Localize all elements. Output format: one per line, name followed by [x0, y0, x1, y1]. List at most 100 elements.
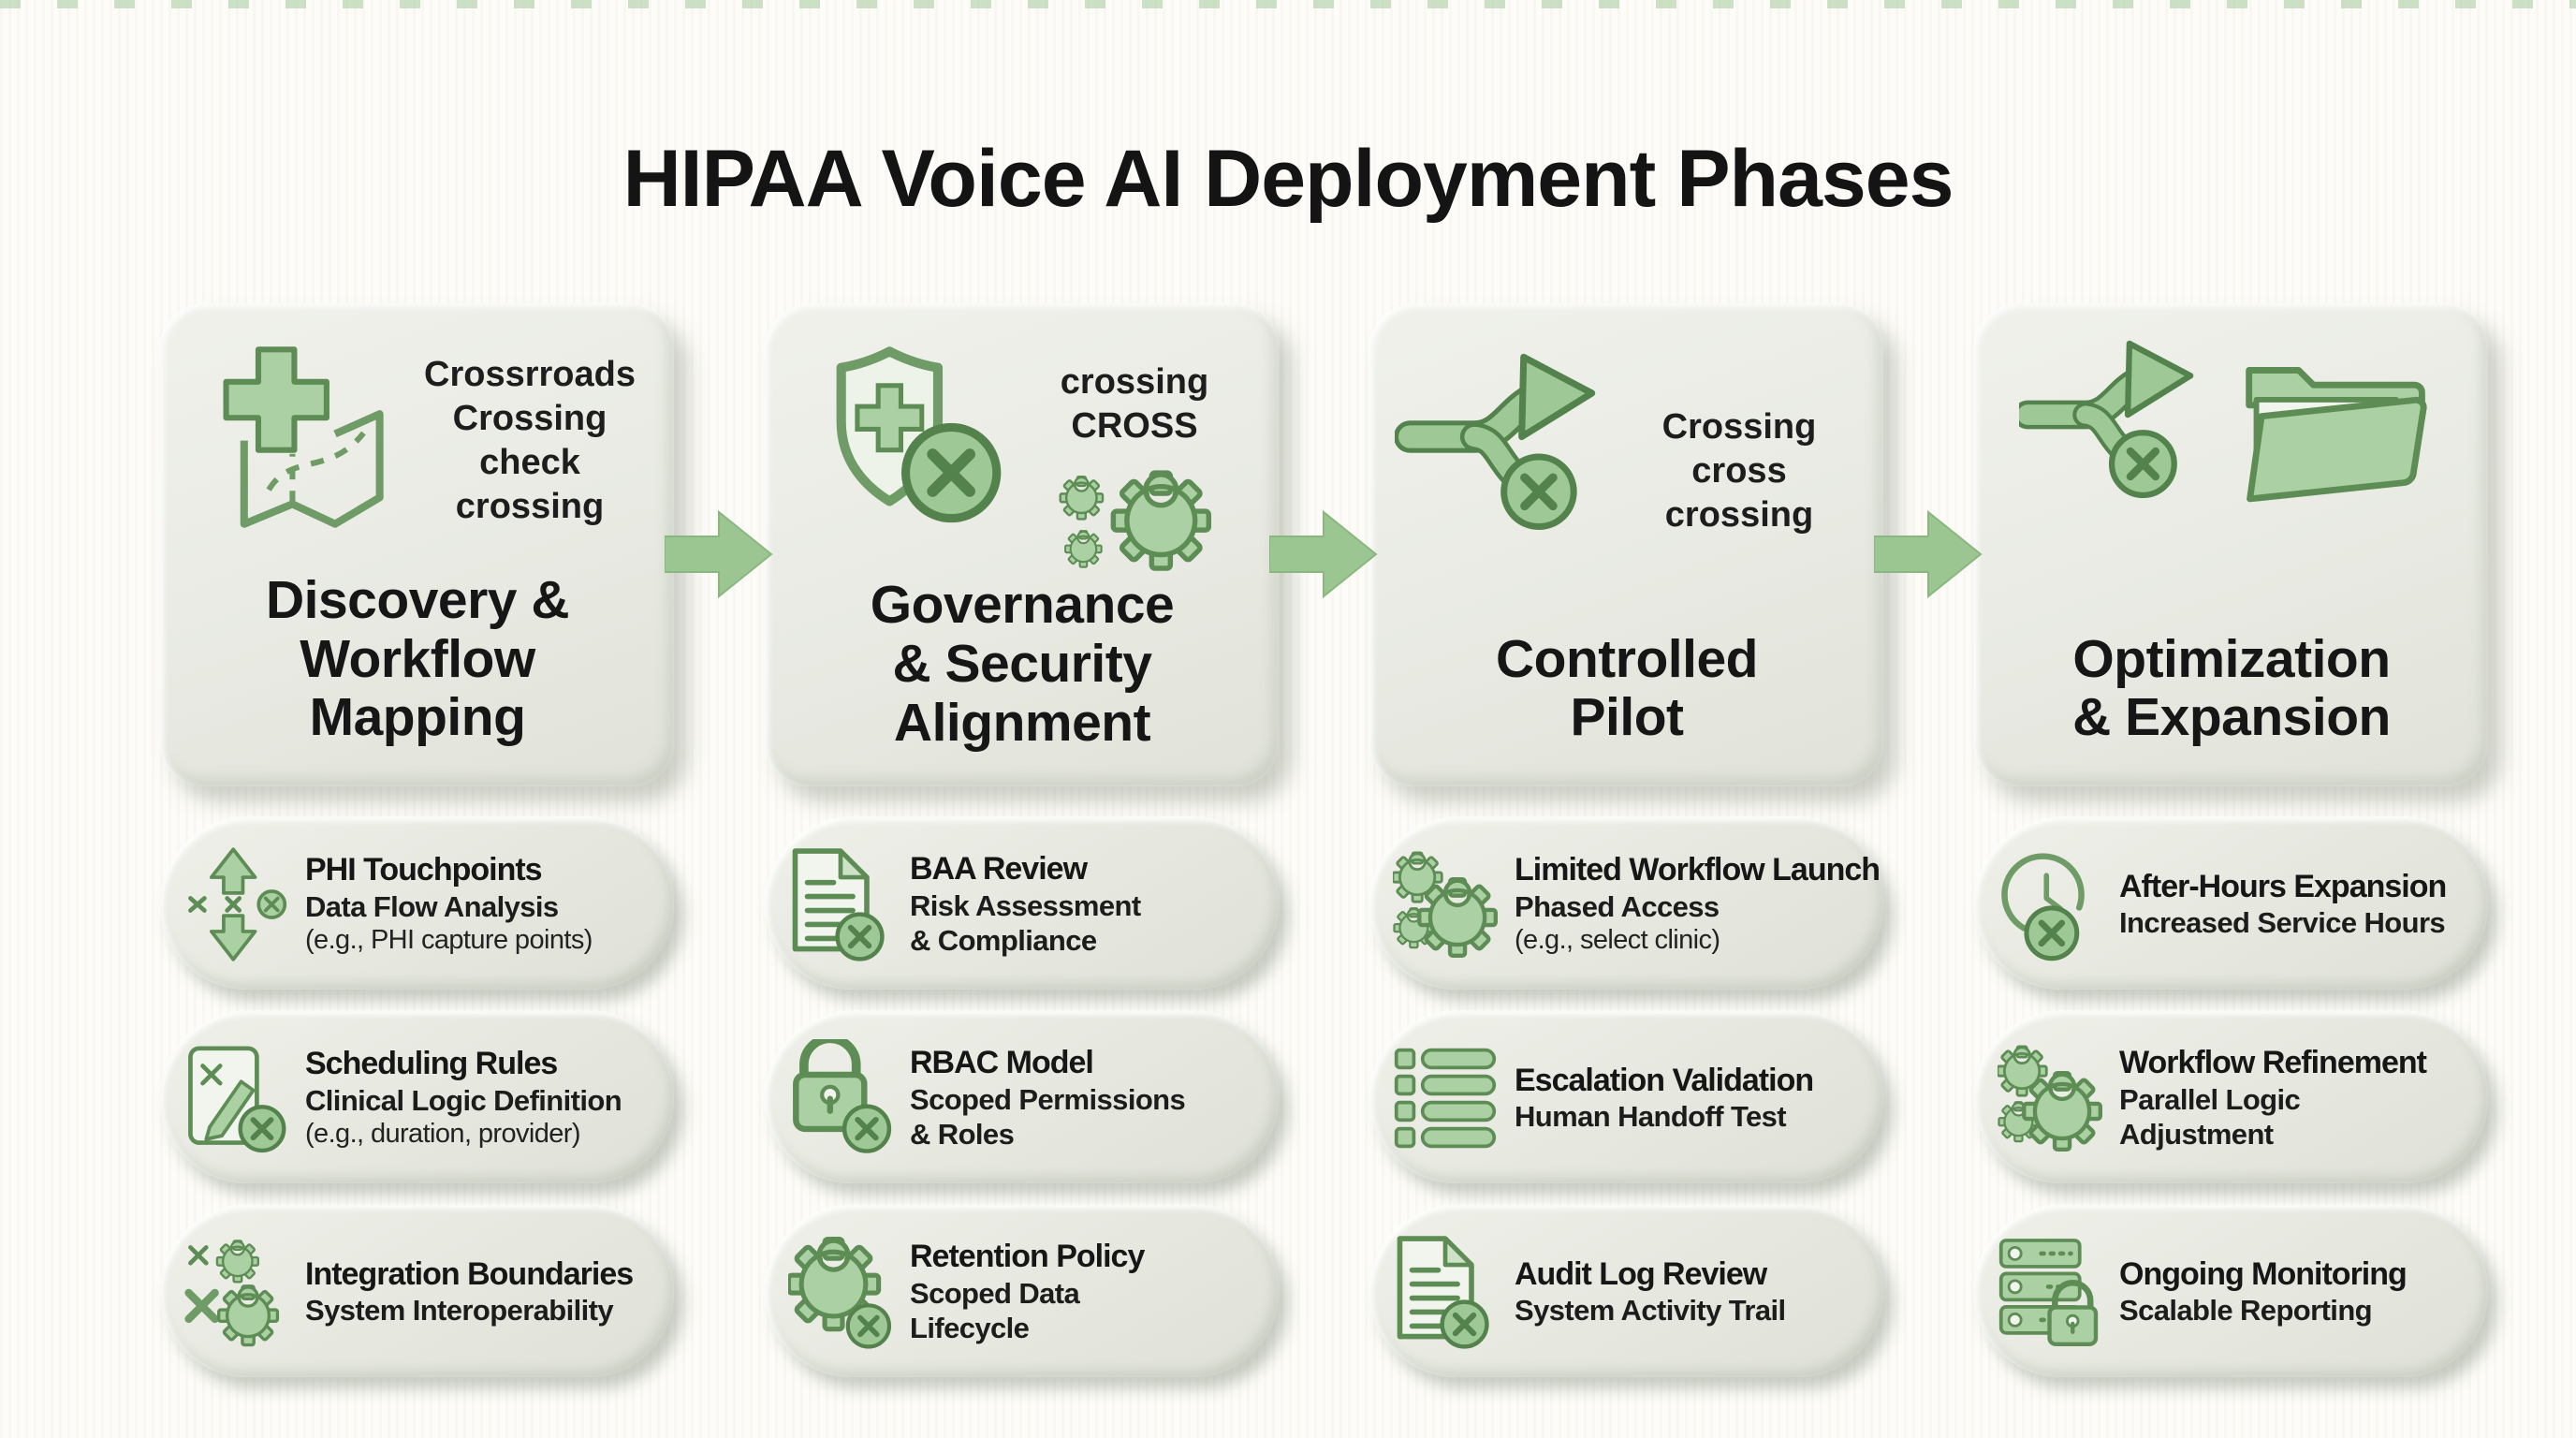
- phase-column-optimization: Optimization & Expansion After-Hours Exp…: [1975, 304, 2488, 1377]
- item-line-2: Risk Assessment: [910, 888, 1141, 922]
- item-line-3: & Compliance: [910, 923, 1097, 957]
- clock-x-icon: [2001, 852, 2085, 963]
- item-line-1: Scheduling Rules: [305, 1046, 558, 1082]
- item-line-1: Retention Policy: [910, 1238, 1145, 1274]
- phase-card: crossing CROSS Governance & Security Ali…: [766, 304, 1279, 786]
- list-item: Integration Boundaries System Interopera…: [161, 1206, 674, 1377]
- item-line-2: Scoped Data: [910, 1276, 1080, 1310]
- item-line-2: Parallel Logic: [2119, 1082, 2301, 1116]
- branch-arrow-x-icon: [1395, 338, 1617, 533]
- gears-icon: [1059, 452, 1220, 576]
- flow-arrow-icon: [665, 509, 773, 599]
- item-text: PHI Touchpoints Data Flow Analysis (e.g.…: [305, 851, 593, 957]
- x-gears-icon: [184, 1239, 280, 1346]
- item-text: Limited Workflow Launch Phased Access (e…: [1515, 851, 1881, 957]
- item-line-1: BAA Review: [910, 850, 1088, 887]
- phase-title: Governance & Security Alignment: [870, 575, 1175, 753]
- card-caption: Crossrroads Crossing check crossing: [424, 355, 636, 527]
- list-item: Audit Log Review System Activity Trail: [1370, 1206, 1883, 1377]
- document-x-icon: [788, 845, 893, 963]
- gear-x-icon: [788, 1233, 893, 1351]
- open-folder-icon: [2246, 367, 2427, 503]
- padlock-x-icon: [788, 1039, 893, 1157]
- item-line-1: PHI Touchpoints: [305, 852, 543, 888]
- arrow-gap: [665, 304, 773, 1377]
- phase-title: Discovery & Workflow Mapping: [265, 569, 570, 748]
- flow-arrow-icon: [1269, 509, 1378, 599]
- phase-title: Controlled Pilot: [1496, 628, 1758, 748]
- card-caption-stack: crossing CROSS: [1013, 345, 1256, 576]
- item-line-1: Limited Workflow Launch: [1515, 852, 1881, 888]
- data-flow-arrows-icon: [188, 846, 287, 961]
- item-line-2: Increased Service Hours: [2119, 906, 2446, 940]
- item-line-1: Integration Boundaries: [305, 1255, 634, 1292]
- document-x-icon: [1393, 1233, 1498, 1351]
- phase-title: Optimization & Expansion: [2072, 628, 2391, 748]
- item-line-2: Clinical Logic Definition: [305, 1083, 622, 1117]
- item-line-1: Audit Log Review: [1515, 1255, 1767, 1292]
- page-title: HIPAA Voice AI Deployment Phases: [622, 134, 1954, 224]
- item-line-2: Scalable Reporting: [2119, 1294, 2373, 1328]
- item-line-3: (e.g., select clinic): [1515, 925, 1720, 956]
- item-text: BAA Review Risk Assessment & Compliance: [910, 850, 1141, 958]
- item-text: Scheduling Rules Clinical Logic Definiti…: [305, 1045, 622, 1151]
- item-text: Ongoing Monitoring Scalable Reporting: [2119, 1255, 2408, 1328]
- item-line-3: (e.g., duration, provider): [305, 1119, 580, 1150]
- item-text: Audit Log Review System Activity Trail: [1515, 1255, 1786, 1328]
- item-text: Workflow Refinement Parallel Logic Adjus…: [2119, 1044, 2427, 1152]
- phase-card: Optimization & Expansion: [1975, 304, 2488, 786]
- phases-board: Crossrroads Crossing check crossing Disc…: [0, 304, 2576, 1377]
- phase-card: Crossrroads Crossing check crossing Disc…: [161, 304, 674, 786]
- item-text: Escalation Validation Human Handoff Test: [1515, 1062, 1814, 1135]
- gears-icon: [1393, 845, 1498, 963]
- list-item: BAA Review Risk Assessment & Compliance: [766, 818, 1279, 990]
- item-line-1: After-Hours Expansion: [2119, 868, 2447, 904]
- item-line-1: RBAC Model: [910, 1044, 1094, 1080]
- list-item: After-Hours Expansion Increased Service …: [1975, 818, 2488, 990]
- item-text: Retention Policy Scoped Data Lifecycle: [910, 1238, 1145, 1345]
- card-caption: Crossing cross crossing: [1661, 407, 1817, 536]
- gears-icon: [1998, 1039, 2102, 1157]
- card-top: crossing CROSS: [766, 304, 1279, 576]
- item-text: Integration Boundaries System Interopera…: [305, 1255, 634, 1328]
- list-item: RBAC Model Scoped Permissions & Roles: [766, 1012, 1279, 1183]
- phase-column-governance: crossing CROSS Governance & Security Ali…: [766, 304, 1279, 1377]
- server-lock-icon: [1998, 1238, 2102, 1351]
- item-line-3: Lifecycle: [910, 1311, 1030, 1344]
- list-item: Workflow Refinement Parallel Logic Adjus…: [1975, 1012, 2488, 1183]
- item-line-1: Ongoing Monitoring: [2119, 1255, 2408, 1292]
- item-line-3: & Roles: [910, 1117, 1015, 1151]
- item-line-2: Phased Access: [1515, 889, 1720, 923]
- branch-arrow-x-icon: [2019, 325, 2217, 505]
- item-line-2: System Interoperability: [305, 1294, 614, 1328]
- list-item: Ongoing Monitoring Scalable Reporting: [1975, 1206, 2488, 1377]
- item-line-2: Human Handoff Test: [1515, 1100, 1787, 1134]
- item-text: RBAC Model Scoped Permissions & Roles: [910, 1044, 1186, 1152]
- item-line-2: Scoped Permissions: [910, 1082, 1186, 1116]
- item-line-1: Workflow Refinement: [2119, 1044, 2427, 1080]
- phase-card: Crossing cross crossing Controlled Pilot: [1370, 304, 1883, 786]
- list-item: PHI Touchpoints Data Flow Analysis (e.g.…: [161, 818, 674, 990]
- list-item: Retention Policy Scoped Data Lifecycle: [766, 1206, 1279, 1377]
- list-item: Escalation Validation Human Handoff Test: [1370, 1012, 1883, 1183]
- arrow-gap: [1269, 304, 1378, 1377]
- item-line-2: System Activity Trail: [1515, 1294, 1786, 1328]
- list-item: Scheduling Rules Clinical Logic Definiti…: [161, 1012, 674, 1183]
- item-text: After-Hours Expansion Increased Service …: [2119, 868, 2447, 941]
- item-line-3: (e.g., PHI capture points): [305, 925, 593, 956]
- phase-column-discovery: Crossrroads Crossing check crossing Disc…: [161, 304, 674, 1377]
- checklist-icon: [1394, 1048, 1497, 1148]
- item-line-1: Escalation Validation: [1515, 1062, 1814, 1098]
- top-border-dashes: [0, 0, 2576, 8]
- card-top: [1975, 325, 2488, 630]
- phase-column-pilot: Crossing cross crossing Controlled Pilot…: [1370, 304, 1883, 1377]
- item-line-2: Data Flow Analysis: [305, 889, 559, 923]
- card-caption: crossing CROSS: [1060, 362, 1209, 447]
- item-line-3: Adjustment: [2119, 1117, 2274, 1151]
- shield-medical-cross-icon: [836, 346, 1013, 533]
- arrow-gap: [1874, 304, 1983, 1377]
- card-top: Crossing cross crossing: [1370, 304, 1883, 630]
- flow-arrow-icon: [1874, 509, 1983, 599]
- card-top: Crossrroads Crossing check crossing: [161, 304, 674, 571]
